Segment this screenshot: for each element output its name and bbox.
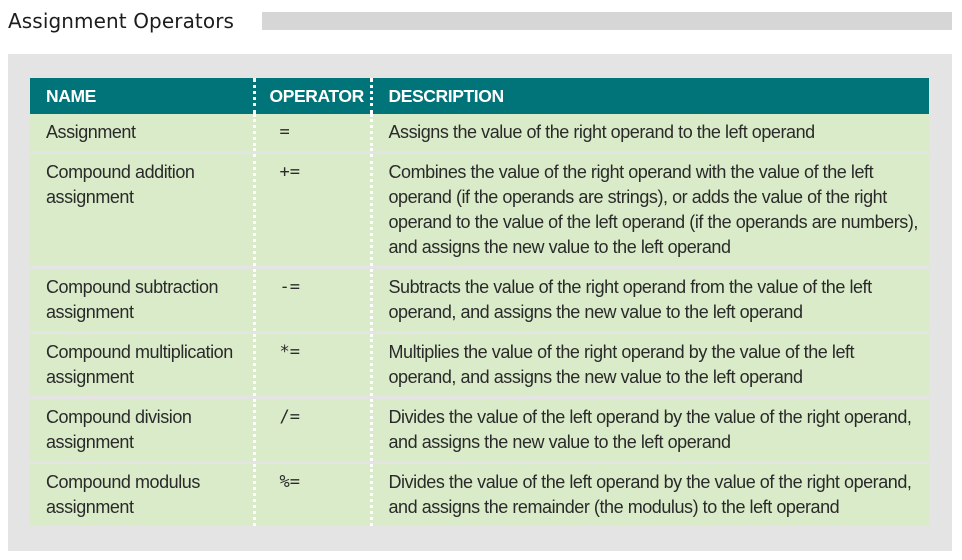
cell-operator: /=: [252, 397, 371, 464]
cell-operator: =: [252, 114, 371, 154]
cell-description: Combines the value of the right operand …: [369, 152, 929, 269]
cell-description: Divides the value of the left operand by…: [369, 462, 929, 526]
cell-name: Compound modulus assignment: [30, 462, 254, 526]
cell-name: Assignment: [30, 114, 254, 154]
header-name: NAME: [30, 78, 254, 114]
page-title: Assignment Operators: [8, 9, 235, 33]
table-row: Compound subtraction assignment -= Subtr…: [30, 267, 929, 334]
cell-description: Multiplies the value of the right operan…: [369, 332, 929, 399]
cell-name: Compound addition assignment: [30, 152, 254, 269]
cell-operator: %=: [252, 462, 371, 526]
cell-description: Subtracts the value of the right operand…: [369, 267, 929, 334]
operators-table: NAME OPERATOR DESCRIPTION Assignment = A…: [30, 78, 929, 526]
title-rule: [262, 12, 952, 30]
cell-description: Divides the value of the left operand by…: [369, 397, 929, 464]
cell-name: Compound subtraction assignment: [30, 267, 254, 334]
header-description: DESCRIPTION: [369, 78, 929, 114]
table-row: Assignment = Assigns the value of the ri…: [30, 114, 929, 154]
header-operator: OPERATOR: [252, 78, 371, 114]
cell-description: Assigns the value of the right operand t…: [369, 114, 929, 154]
cell-operator: *=: [252, 332, 371, 399]
cell-operator: -=: [252, 267, 371, 334]
table-row: Compound addition assignment += Combines…: [30, 152, 929, 269]
table-row: Compound division assignment /= Divides …: [30, 397, 929, 464]
table-row: Compound multiplication assignment *= Mu…: [30, 332, 929, 399]
table-row: Compound modulus assignment %= Divides t…: [30, 462, 929, 526]
section-header: Assignment Operators: [0, 0, 962, 44]
cell-name: Compound multiplication assignment: [30, 332, 254, 399]
cell-name: Compound division assignment: [30, 397, 254, 464]
cell-operator: +=: [252, 152, 371, 269]
table-header-row: NAME OPERATOR DESCRIPTION: [30, 78, 929, 114]
